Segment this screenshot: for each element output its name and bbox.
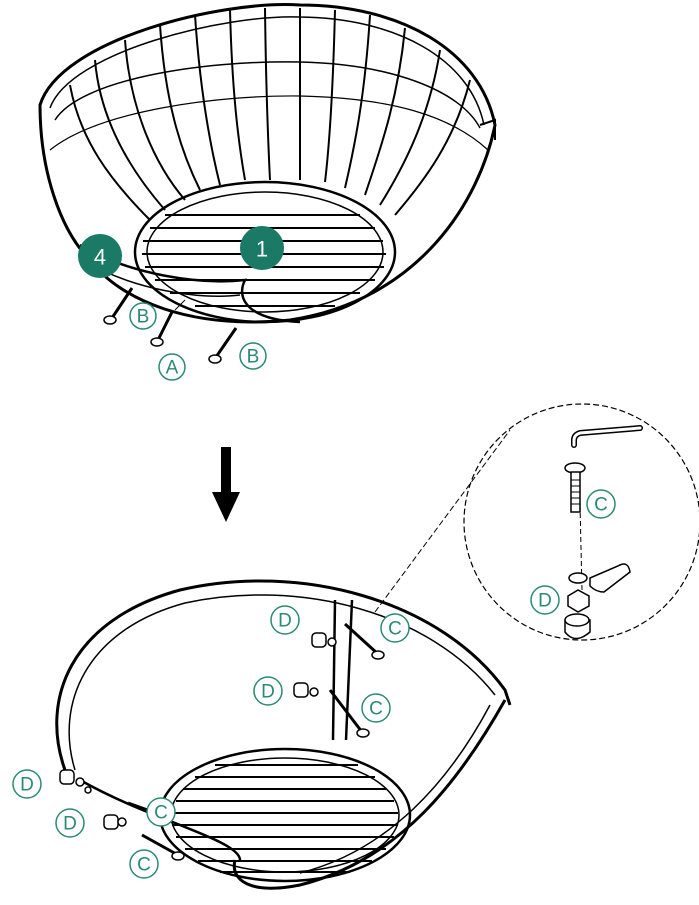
top-basket: [38, 3, 497, 324]
part-label-b-2: B: [239, 342, 267, 370]
top-fasteners: [103, 287, 238, 364]
part-label-d-3: D: [12, 769, 42, 799]
svg-text:B: B: [137, 307, 150, 328]
svg-text:B: B: [247, 347, 260, 368]
svg-text:1: 1: [256, 237, 268, 262]
svg-text:D: D: [20, 775, 34, 796]
part-label-d-2: D: [253, 676, 283, 706]
svg-text:C: C: [369, 699, 383, 720]
bottom-fasteners: [59, 622, 385, 861]
part-label-c-4: C: [129, 849, 159, 879]
svg-text:C: C: [137, 855, 151, 876]
detail-callout: [374, 403, 699, 641]
part-label-d-4: D: [55, 808, 85, 838]
svg-text:D: D: [538, 591, 552, 612]
svg-text:A: A: [166, 358, 179, 379]
step-marker-1: 1: [240, 226, 284, 270]
svg-text:C: C: [154, 803, 168, 824]
part-label-b-1: B: [129, 302, 157, 330]
svg-text:D: D: [278, 611, 292, 632]
part-label-d-detail: D: [530, 585, 560, 615]
part-label-d-1: D: [270, 605, 300, 635]
down-arrow-icon: [212, 447, 240, 522]
part-label-c-1: C: [380, 613, 410, 643]
part-label-a: A: [158, 353, 186, 381]
svg-text:4: 4: [94, 245, 106, 270]
svg-text:C: C: [594, 495, 608, 516]
step-marker-4: 4: [78, 234, 122, 278]
svg-text:C: C: [388, 619, 402, 640]
bottom-basket: [55, 579, 512, 890]
svg-text:D: D: [63, 814, 77, 835]
part-label-c-3: C: [146, 797, 176, 827]
part-label-c-2: C: [361, 693, 391, 723]
svg-text:D: D: [261, 682, 275, 703]
part-label-c-detail: C: [586, 489, 616, 519]
